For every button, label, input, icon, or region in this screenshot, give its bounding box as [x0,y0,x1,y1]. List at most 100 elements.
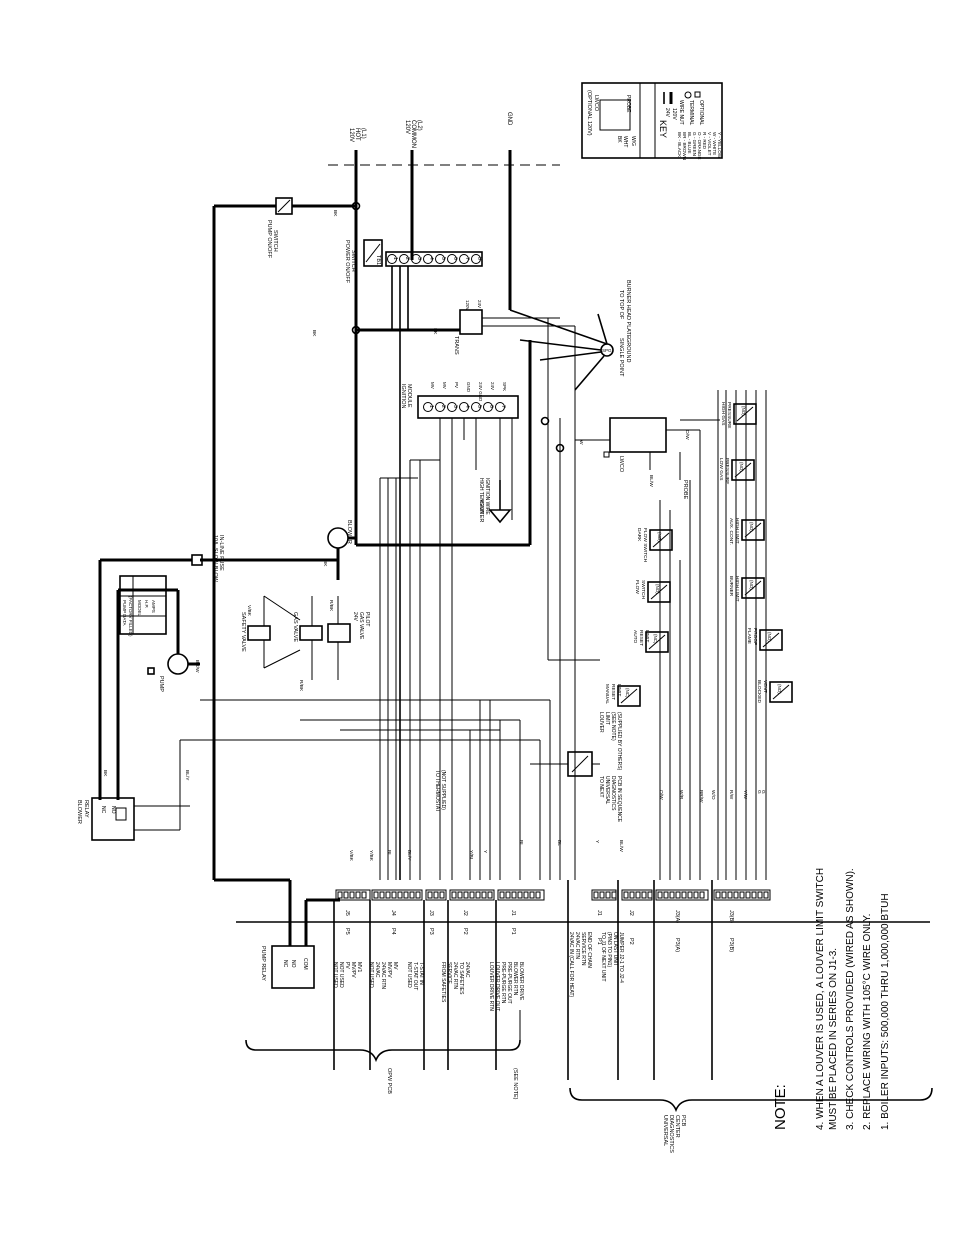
connector-block [449,889,495,901]
common-label-2: COMMON [410,120,416,148]
pump-relay-com: COM [302,958,308,970]
connector-pin [397,891,403,899]
connector-pin [463,891,469,899]
connector-pin [391,891,397,899]
safety-switch-state: (NO) [749,580,754,590]
pump-relay-label: PUMP RELAY [260,946,266,981]
connector-pin-label: NOT USED [338,962,344,988]
wire-label: R/BK [298,680,304,692]
blower-relay-nc: NC [100,806,106,814]
connector-pin [505,891,511,899]
wire-label: BL/Y [184,770,190,781]
connector-pin [599,891,605,899]
blower: BLOWER [200,340,532,580]
trans-24v: 24V [477,300,482,308]
connector-pin [687,891,693,899]
fuse-label: 10A, SLOW-BLOW [212,535,218,583]
udc-label-4: PCB [680,1115,686,1127]
wire-label: O/W [684,430,690,440]
ignition-terminal-number: 1 [428,405,434,408]
connector-pin-label: 24VAC [464,962,470,978]
connector-pin [517,891,523,899]
connector-pin [635,891,641,899]
key-lwco: LWCO [593,95,599,112]
safety-switch-label: BLOCKED [756,680,762,703]
key-color: BK - BLACK [677,132,682,158]
tb1-terminal [411,254,421,264]
thermostat-label: TO THERMOSTAT [434,770,440,812]
pilot-label-3: PILOT [364,612,370,626]
key-color: Y - YELLOW [717,132,722,159]
safety-switch-state: (NC) [625,688,630,698]
connector-pin [751,891,757,899]
wire-label: BR/W [698,790,704,803]
ignition-terminal-label: 24V [490,382,495,390]
connector-pin [355,891,361,899]
ignition-terminal-label: 24V GND [478,382,483,402]
wire-label: BL [556,840,562,846]
pump-relay-nc: NC [282,960,288,968]
key-wire-nut: WIRE NUT [678,100,684,125]
connector-pin-label: 24VAC [374,962,380,978]
power-switch-label-2: SWITCH [350,250,356,272]
next-diag-label-3: DIAGNOSTICS [610,776,616,811]
wire-label: R/BK [328,600,334,612]
tb1-terminal-number: 4 [428,257,434,260]
igniter-label: IGNITER [478,500,484,522]
safety-switch-label: HIGH LIMIT [734,518,740,544]
connector-pin-label: MV/PV [350,962,356,978]
blower-relay-label: BLOWER [76,800,82,824]
connector-p-name: P2 [628,938,634,945]
wire-label: R/W [728,790,734,800]
next-diag-label-2: UNIVERSAL [604,776,610,805]
pump: PUMP [116,588,200,800]
connector-pin-label: T-STAT OUT [412,962,418,990]
connector-pin [385,891,391,899]
pump-switch-label: PUMP ON/OFF [266,220,272,259]
safety-switch-label: FLOW [634,580,640,594]
pilot-label: 24V [352,612,358,622]
safety-switch-label: AUTO [632,630,638,644]
safety-switch-state: (NO) [767,632,772,642]
ignition-terminal-label: SPK [502,382,507,391]
connector-p-name: P1 [596,938,602,945]
ignition-terminal-number: 4 [464,405,470,408]
ignition-terminal-number: 5 [476,405,482,408]
connector-pin-label: BLOWER DRIVE [518,962,524,1001]
wire-label: W/R [678,790,684,800]
connector-pin [733,891,739,899]
key-24v: 24V [664,108,670,118]
ignition-terminal-number: 7 [500,405,506,408]
connector-pin-label: 24VAC RTN [380,962,386,989]
wire-label: O/W [658,790,664,800]
trans-label: TRANS [453,336,459,355]
pump-data-sub: (FACTORY FILLED) [128,596,133,637]
see-note-label: (SEE NOTE) [512,1068,518,1100]
safety-switch-state: (NO) [655,584,660,594]
key-120v: 120V [671,108,677,120]
tb1-terminal-number: 8 [476,257,482,260]
tb1-terminal [423,254,433,264]
connector-pin [663,891,669,899]
opw-pcb-label: OPW PCB [386,1068,392,1094]
pcb-braces: OPW PCB (SEE NOTE) UNIVERSAL DIAGNOSTICS… [245,1010,933,1153]
udc-label-3: CENTER [674,1115,680,1138]
pump-relay-no: NO [290,960,296,968]
connector-block [591,889,617,901]
connector-pin-label: TO SAFETIES [458,962,464,995]
connector-pin-label: PRE-PURGE OUT [506,962,512,1004]
high-tension-label: HIGH TENSION [478,478,484,514]
safety-switch-state: (NO) [657,532,662,542]
safety-valve: SAFETY VALVE [240,595,301,669]
top-burner-label-2: BURNER HEAD PLATE [625,280,631,339]
blower-relay-label-2: RELAY [83,800,89,818]
connector-block [713,889,771,901]
connector-pin-label: T-STAT IN [418,962,424,985]
connector-block [425,889,447,901]
ignition-terminal [435,402,445,412]
safety-switch-label: LIMIT [644,630,650,642]
